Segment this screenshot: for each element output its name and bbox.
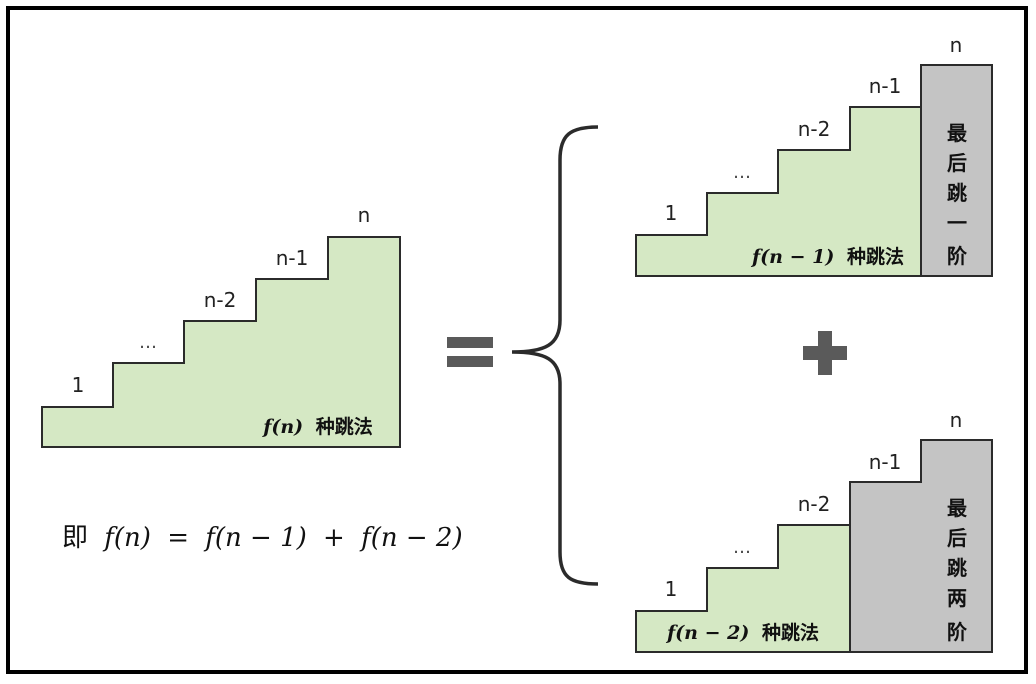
formula: 即 f(n) = f(n − 1) + f(n − 2) [62,523,463,553]
left-caption-func: f(n) [261,416,303,438]
bottom-right-last-char-1: 后 [947,526,967,550]
top-right-step-label-n-2: n-2 [798,117,831,141]
bottom-right-caption-func: f(n − 2) [665,622,749,644]
outer-border [6,6,1028,674]
top-right-caption-text: 种跳法 [846,245,904,268]
bottom-right-step-label-dots: … [733,537,751,558]
top-right-caption: f(n − 1) 种跳法 [750,245,904,268]
left-step-label-dots: … [139,332,157,353]
left-step-label-n-2: n-2 [204,288,237,312]
top-right-step-label-n: n [950,33,963,57]
formula-part-fn: f(n) [102,523,151,553]
formula-part-fn2: f(n − 2) [359,523,463,553]
top-right-last-step [920,64,993,277]
bottom-right-last-char-0: 最 [947,496,968,520]
equals-icon [447,337,493,367]
top-right-green-shape [635,106,922,277]
top-right-step-label-dots: … [733,162,751,183]
formula-part-plus: + [323,523,345,553]
top-right-stairs: 1 … n-2 n-1 n f(n − 1) 种跳法 最 后 跳 一 阶 [635,33,993,277]
bottom-right-step-label-n: n [950,408,963,432]
left-stairs-shape [41,236,401,448]
bottom-right-green-shape [635,524,851,653]
left-stairs: 1 … n-2 n-1 n f(n) 种跳法 [41,203,401,448]
formula-prefix: 即 [62,523,88,553]
plus-icon [803,331,847,375]
left-caption: f(n) 种跳法 [261,415,373,438]
bottom-right-caption: f(n − 2) 种跳法 [665,621,819,644]
bottom-right-last-char-2: 跳 [947,556,967,580]
bottom-right-last-step-label: 最 后 跳 两 阶 [947,496,968,644]
left-caption-text: 种跳法 [315,415,373,438]
bottom-right-step-label-n-1: n-1 [869,450,902,474]
top-right-step-label-1: 1 [665,201,678,225]
bottom-right-last-char-3: 两 [947,586,967,610]
top-right-caption-func: f(n − 1) [750,246,834,268]
top-right-last-char-3: 一 [947,211,967,235]
bottom-right-stairs: 1 … n-2 n-1 n f(n − 2) 种跳法 最 后 跳 两 阶 [635,408,993,653]
formula-part-fn1: f(n − 1) [203,523,307,553]
top-right-last-char-4: 阶 [947,244,968,268]
curly-brace [511,125,599,586]
bottom-right-caption-text: 种跳法 [761,621,819,644]
top-right-last-step-label: 最 后 跳 一 阶 [947,121,968,268]
top-right-last-char-2: 跳 [947,181,967,205]
formula-part-eq: = [167,523,189,553]
bottom-right-last-char-4: 阶 [947,620,968,644]
left-step-label-1: 1 [72,373,85,397]
left-step-label-n: n [358,203,371,227]
bottom-right-step-label-1: 1 [665,577,678,601]
top-right-step-label-n-1: n-1 [869,74,902,98]
left-step-label-n-1: n-1 [276,246,309,270]
top-right-last-char-0: 最 [947,121,968,145]
top-right-last-char-1: 后 [947,151,967,175]
bottom-right-step-label-n-2: n-2 [798,492,831,516]
bottom-right-last-steps [849,439,993,653]
